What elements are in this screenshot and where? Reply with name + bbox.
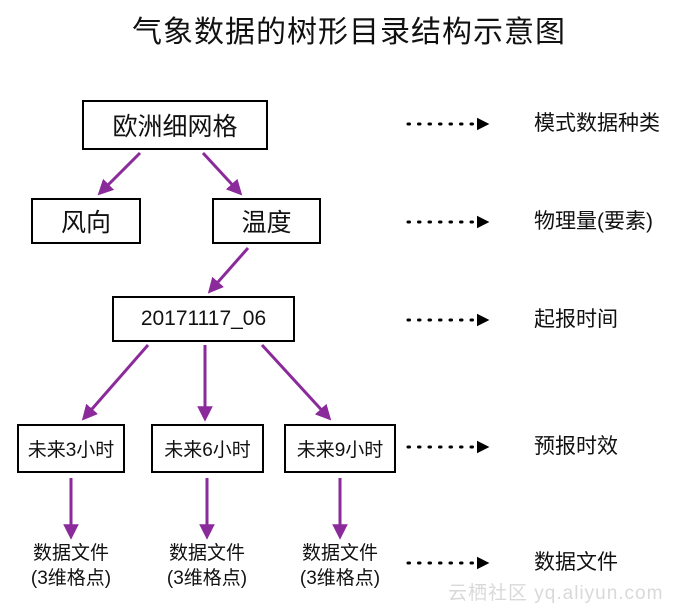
arrow-euro-to-temp xyxy=(201,151,243,196)
side-label-model-data-type: 模式数据种类 xyxy=(534,112,660,135)
watermark: 云栖社区 yq.aliyun.com xyxy=(448,583,664,604)
leaf-data-file-1-line2: (3维格点) xyxy=(30,568,112,589)
leaf-data-file-1-line1: 数据文件 xyxy=(32,543,109,564)
arrow-time-to-h3 xyxy=(81,344,150,421)
leaf-data-file-3-line1: 数据文件 xyxy=(301,543,378,564)
arrow-temp-to-time xyxy=(207,247,250,294)
node-wind-direction[interactable]: 风向 xyxy=(31,198,141,244)
leaf-data-file-2-line2: (3维格点) xyxy=(166,568,248,589)
node-forecast-3h[interactable]: 未来3小时 xyxy=(17,424,125,473)
arrow-euro-to-wind xyxy=(97,151,142,196)
arrow-time-to-h9 xyxy=(260,343,332,421)
side-label-physical-quantity: 物理量(要素) xyxy=(534,210,653,233)
node-init-time[interactable]: 20171117_06 xyxy=(112,296,295,342)
side-label-init-time: 起报时间 xyxy=(534,308,618,331)
node-forecast-9h[interactable]: 未来9小时 xyxy=(284,424,396,473)
page-title: 气象数据的树形目录结构示意图 xyxy=(132,16,566,49)
leaf-data-file-1: 数据文件 (3维格点) xyxy=(11,541,131,591)
leaf-data-file-2-line1: 数据文件 xyxy=(168,543,245,564)
node-forecast-6h[interactable]: 未来6小时 xyxy=(151,424,264,473)
side-label-data-file: 数据文件 xyxy=(534,551,618,574)
leaf-data-file-2: 数据文件 (3维格点) xyxy=(147,541,267,591)
node-model-type[interactable]: 欧洲细网格 xyxy=(82,100,268,150)
leaf-data-file-3: 数据文件 (3维格点) xyxy=(280,541,400,591)
leaf-data-file-3-line2: (3维格点) xyxy=(299,568,381,589)
side-label-forecast-lead-time: 预报时效 xyxy=(534,435,618,458)
node-temperature[interactable]: 温度 xyxy=(212,198,321,244)
